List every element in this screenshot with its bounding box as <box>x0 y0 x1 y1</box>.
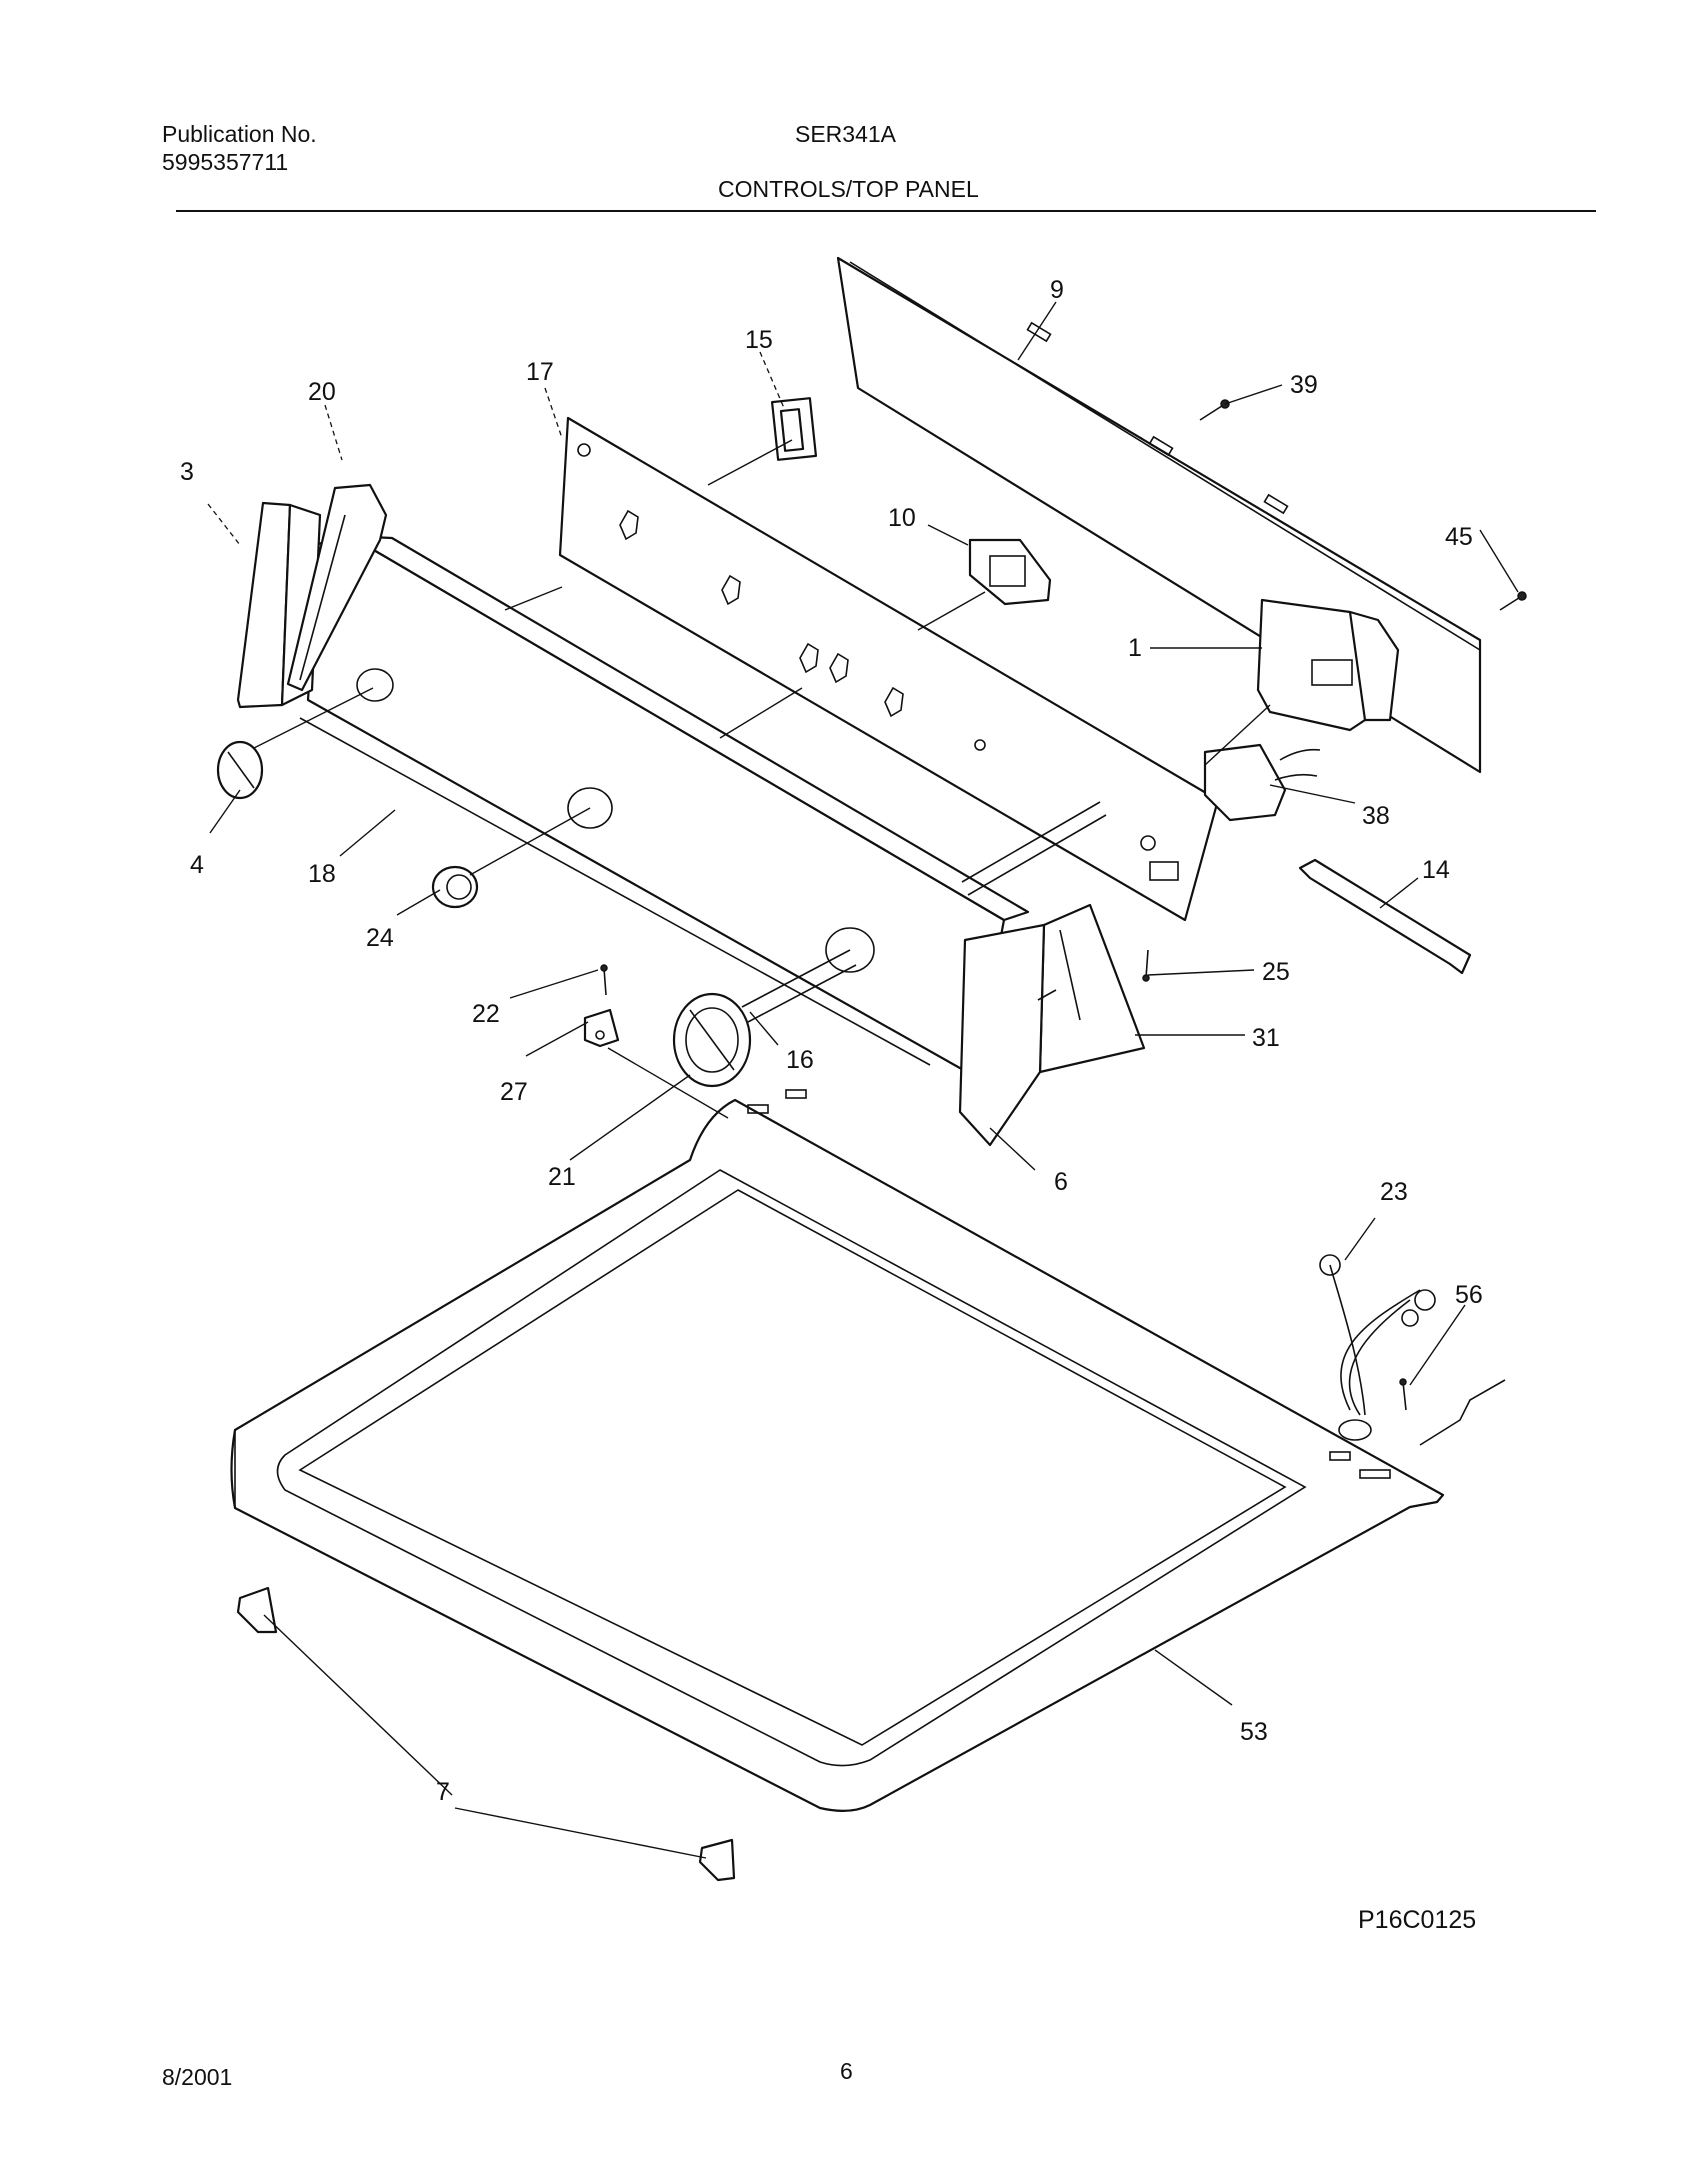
callout-1: 1 <box>1128 634 1142 662</box>
callout-39: 39 <box>1290 371 1318 399</box>
clip-part <box>583 1008 620 1048</box>
callout-18: 18 <box>308 860 336 888</box>
callout-14: 14 <box>1422 856 1450 884</box>
callout-53: 53 <box>1240 1718 1268 1746</box>
timer-part <box>1256 598 1400 732</box>
callout-4: 4 <box>190 851 204 879</box>
callout-3: 3 <box>180 458 194 486</box>
mounting-strip-part <box>1298 858 1472 975</box>
section-title: CONTROLS/TOP PANEL <box>718 176 979 202</box>
callout-21: 21 <box>548 1163 576 1191</box>
control-panel-part <box>299 534 1030 1078</box>
callout-31: 31 <box>1252 1024 1280 1052</box>
header-rule <box>176 210 1596 212</box>
callout-56: 56 <box>1455 1281 1483 1309</box>
assembly-guide-lines <box>253 439 1271 1119</box>
callout-16: 16 <box>786 1046 814 1074</box>
model-number: SER341A <box>795 121 897 147</box>
page-number: 6 <box>840 2058 853 2084</box>
callout-9: 9 <box>1050 276 1064 304</box>
callout-leaders <box>207 301 1519 1859</box>
panel-screw-part <box>1142 949 1150 982</box>
drawing-code: P16C0125 <box>1358 1906 1476 1934</box>
callout-10: 10 <box>888 504 916 532</box>
left-bracket-part <box>286 483 388 692</box>
shaft-part <box>741 801 1107 1023</box>
publication-date: 8/2001 <box>162 2064 233 2090</box>
ground-screw-part <box>1399 1378 1506 1446</box>
callout-15: 15 <box>745 326 773 354</box>
callout-17: 17 <box>526 358 554 386</box>
selector-switch-part <box>968 538 1052 606</box>
callout-labels: 1 3 4 6 7 9 10 14 15 16 17 18 20 21 22 2… <box>180 276 1483 1806</box>
callout-23: 23 <box>1380 1178 1408 1206</box>
callout-24: 24 <box>366 924 394 952</box>
top-panel-part <box>230 1089 1445 1812</box>
callout-27: 27 <box>500 1078 528 1106</box>
right-end-cap-part <box>958 903 1146 1147</box>
callout-25: 25 <box>1262 958 1290 986</box>
callout-45: 45 <box>1445 523 1473 551</box>
bezel-ring-part <box>431 865 479 909</box>
switch-part <box>770 397 818 461</box>
callout-22: 22 <box>472 1000 500 1028</box>
callout-6: 6 <box>1054 1168 1068 1196</box>
knob-part <box>216 740 264 800</box>
publication-number: 5995357711 <box>162 149 289 175</box>
timer-knob-part <box>672 992 752 1088</box>
callout-7: 7 <box>436 1778 450 1806</box>
wiring-harness-part <box>1319 1254 1436 1441</box>
callout-20: 20 <box>308 378 336 406</box>
publication-label: Publication No. <box>162 121 317 147</box>
callout-38: 38 <box>1362 802 1390 830</box>
top-panel-clip-part <box>236 1586 736 1882</box>
screw-part <box>600 964 608 996</box>
control-backplate-part <box>558 416 1220 922</box>
terminal-block-part <box>1203 743 1321 822</box>
